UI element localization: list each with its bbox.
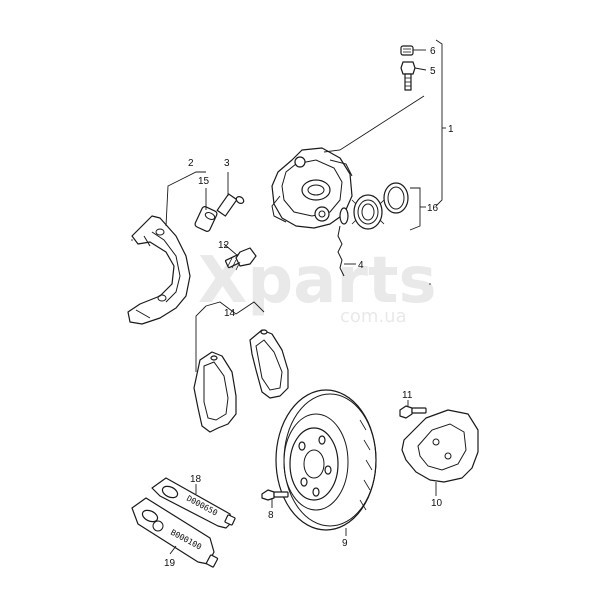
guide-pin[interactable] xyxy=(216,193,245,217)
callout-12: 12 xyxy=(218,240,230,251)
callout-6: 6 xyxy=(430,46,436,57)
bleeder-cap[interactable] xyxy=(400,45,414,56)
shield-bolt[interactable] xyxy=(399,405,427,419)
caliper-spring-wire[interactable] xyxy=(337,225,345,277)
bleeder-screw[interactable] xyxy=(400,61,416,91)
caliper-carrier-bracket[interactable] xyxy=(127,215,191,325)
brake-pad-outer[interactable] xyxy=(193,351,237,433)
brake-disc[interactable] xyxy=(275,389,377,531)
grease-tube-lower[interactable]: B000100 xyxy=(131,497,219,568)
callout-11: 11 xyxy=(402,390,413,401)
piston-seal-ring[interactable] xyxy=(383,182,409,214)
callout-10: 10 xyxy=(431,498,443,509)
callout-18: 18 xyxy=(190,474,202,485)
callout-5: 5 xyxy=(430,66,436,77)
callout-19: 19 xyxy=(164,558,176,569)
boot-spring-ring[interactable] xyxy=(339,207,349,225)
brake-pad-inner[interactable] xyxy=(249,329,289,399)
callout-4: 4 xyxy=(358,260,364,271)
callout-numbers: 6 5 1 16 4 2 3 15 12 14 8 9 10 11 18 19 xyxy=(164,46,454,569)
disc-screw[interactable] xyxy=(261,489,289,501)
callout-3: 3 xyxy=(224,158,230,169)
callout-8: 8 xyxy=(268,510,274,521)
dust-boot[interactable] xyxy=(351,194,385,230)
stray-marks xyxy=(131,239,431,285)
callout-9: 9 xyxy=(342,538,348,549)
callout-14: 14 xyxy=(224,308,236,319)
callout-16: 16 xyxy=(427,203,439,214)
splash-shield[interactable] xyxy=(401,409,479,483)
leader-lines xyxy=(165,39,446,555)
carrier-bolt[interactable] xyxy=(224,247,257,271)
brake-caliper[interactable] xyxy=(271,147,353,229)
watermark-domain: com.ua xyxy=(340,306,407,327)
guide-sleeve[interactable] xyxy=(194,206,218,233)
callout-1: 1 xyxy=(448,124,454,135)
callout-15: 15 xyxy=(198,176,210,187)
callout-2: 2 xyxy=(188,158,194,169)
